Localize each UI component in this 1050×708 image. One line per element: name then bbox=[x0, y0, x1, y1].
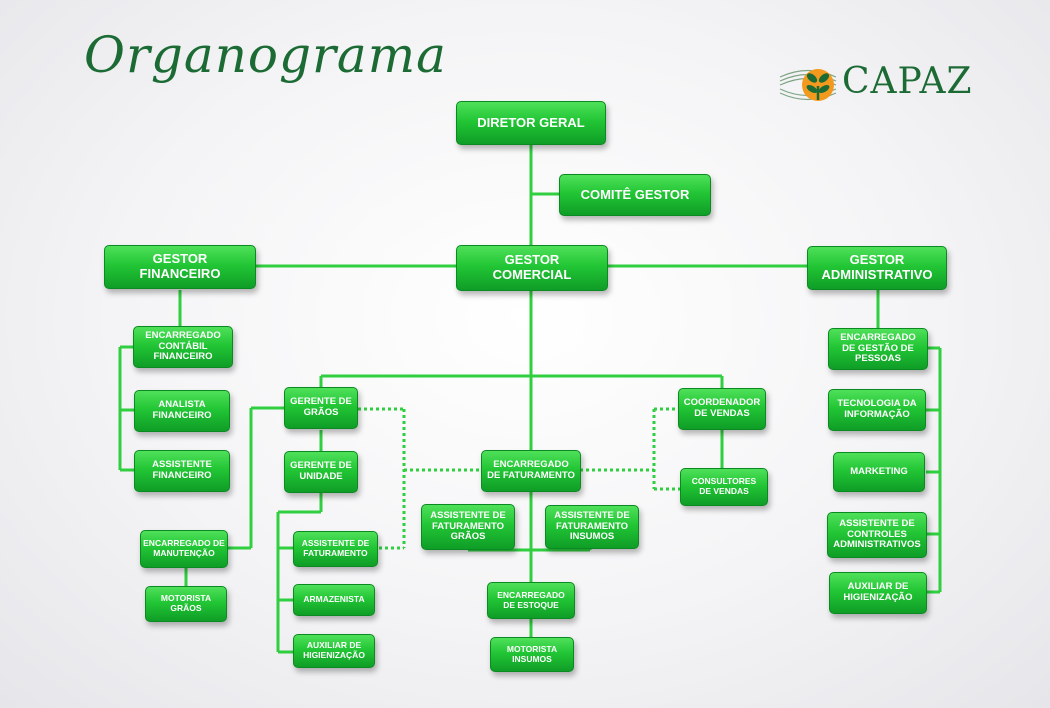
node-marketing: MARKETING bbox=[833, 452, 925, 492]
node-assistente-fat-graos: ASSISTENTE DE FATURAMENTO GRÃOS bbox=[421, 504, 515, 550]
node-consultores-vendas: CONSULTORES DE VENDAS bbox=[680, 468, 768, 506]
capaz-leaf-logo-icon bbox=[779, 69, 837, 101]
node-motorista-insumos: MOTORISTA INSUMOS bbox=[490, 637, 574, 672]
node-motorista-graos: MOTORISTA GRÃOS bbox=[145, 586, 227, 622]
node-encarregado-contabil: ENCARREGADO CONTÁBIL FINANCEIRO bbox=[133, 326, 233, 368]
node-gestor-comercial: GESTOR COMERCIAL bbox=[456, 245, 608, 291]
node-encarregado-estoque: ENCARREGADO DE ESTOQUE bbox=[487, 582, 575, 619]
node-assistente-fat-insumos: ASSISTENTE DE FATURAMENTO INSUMOS bbox=[545, 505, 639, 549]
node-comite-gestor: COMITÊ GESTOR bbox=[559, 174, 711, 216]
node-gerente-unidade: GERENTE DE UNIDADE bbox=[284, 451, 358, 493]
node-armazenista: ARMAZENISTA bbox=[293, 584, 375, 616]
node-auxiliar-higienizacao-1: AUXILIAR DE HIGIENIZAÇÃO bbox=[293, 634, 375, 668]
node-assistente-faturamento: ASSISTENTE DE FATURAMENTO bbox=[293, 531, 378, 567]
node-diretor-geral: DIRETOR GERAL bbox=[456, 101, 606, 145]
page-title: Organograma bbox=[84, 26, 447, 84]
node-encarregado-faturamento: ENCARREGADO DE FATURAMENTO bbox=[481, 450, 581, 492]
node-encarregado-manutencao: ENCARREGADO DE MANUTENÇÃO bbox=[140, 530, 228, 568]
node-gestor-administrativo: GESTOR ADMINISTRATIVO bbox=[807, 246, 947, 290]
logo-text: CAPAZ bbox=[842, 61, 973, 102]
capaz-logo: CAPAZ bbox=[778, 62, 998, 108]
node-assistente-financeiro: ASSISTENTE FINANCEIRO bbox=[134, 450, 230, 492]
node-assistente-controles: ASSISTENTE DE CONTROLES ADMINISTRATIVOS bbox=[827, 512, 927, 558]
node-gestor-financeiro: GESTOR FINANCEIRO bbox=[104, 245, 256, 289]
node-gerente-graos: GERENTE DE GRÃOS bbox=[284, 387, 358, 429]
node-analista-financeiro: ANALISTA FINANCEIRO bbox=[134, 390, 230, 432]
node-encarregado-gestao-pessoas: ENCARREGADO DE GESTÃO DE PESSOAS bbox=[828, 328, 928, 370]
node-coordenador-vendas: COORDENADOR DE VENDAS bbox=[678, 388, 766, 430]
node-tecnologia-informacao: TECNOLOGIA DA INFORMAÇÃO bbox=[828, 389, 926, 431]
node-auxiliar-higienizacao-2: AUXILIAR DE HIGIENIZAÇÃO bbox=[829, 572, 927, 614]
